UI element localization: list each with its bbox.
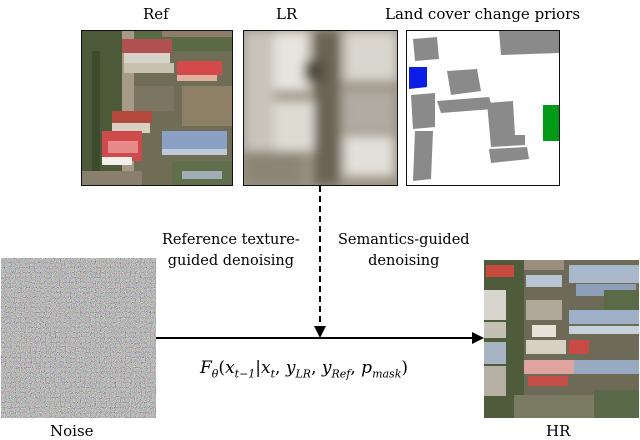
dashed-arrow bbox=[314, 186, 326, 338]
hr-image bbox=[484, 260, 639, 418]
ref-image bbox=[81, 30, 233, 186]
noise-image bbox=[1, 258, 156, 418]
formula-fn-sub: θ bbox=[211, 367, 219, 381]
formula-y-ref: y bbox=[321, 358, 332, 378]
formula-x-prev-sub: t−1 bbox=[234, 367, 256, 381]
reference-caption-line2: guided denoising bbox=[167, 253, 295, 269]
semantics-caption-line2: denoising bbox=[368, 253, 440, 269]
semantics-caption: Semantics-guided denoising bbox=[338, 230, 470, 272]
priors-image bbox=[406, 30, 560, 186]
priors-label: Land cover change priors bbox=[385, 5, 581, 23]
formula-fn: F bbox=[200, 358, 212, 378]
main-arrow bbox=[156, 332, 484, 344]
formula-x-t: x bbox=[261, 358, 271, 378]
formula-close: ) bbox=[401, 358, 409, 378]
formula-x-prev: x bbox=[225, 358, 235, 378]
formula-p-mask: p bbox=[361, 358, 373, 378]
formula-x-t-sub: t bbox=[270, 367, 276, 381]
formula-y-lr: y bbox=[285, 358, 296, 378]
lr-label: LR bbox=[276, 5, 298, 23]
lr-image bbox=[243, 30, 398, 186]
formula-bar: | bbox=[255, 358, 262, 378]
formula-y-ref-sub: Ref bbox=[331, 367, 351, 381]
formula-p-mask-sub: mask bbox=[372, 367, 402, 381]
formula-sep3: , bbox=[350, 358, 362, 378]
hr-label: HR bbox=[546, 422, 571, 440]
reference-caption-line1: Reference texture- bbox=[162, 232, 300, 248]
reference-caption: Reference texture- guided denoising bbox=[162, 230, 300, 272]
formula-y-lr-sub: LR bbox=[295, 367, 312, 381]
formula: Fθ(xt−1|xt, yLR, yRef, pmask) bbox=[200, 358, 408, 380]
noise-label: Noise bbox=[50, 422, 94, 440]
formula-sep1: , bbox=[275, 358, 286, 378]
formula-sep2: , bbox=[311, 358, 322, 378]
formula-open: ( bbox=[218, 358, 226, 378]
semantics-caption-line1: Semantics-guided bbox=[338, 232, 470, 248]
ref-label: Ref bbox=[143, 5, 169, 23]
